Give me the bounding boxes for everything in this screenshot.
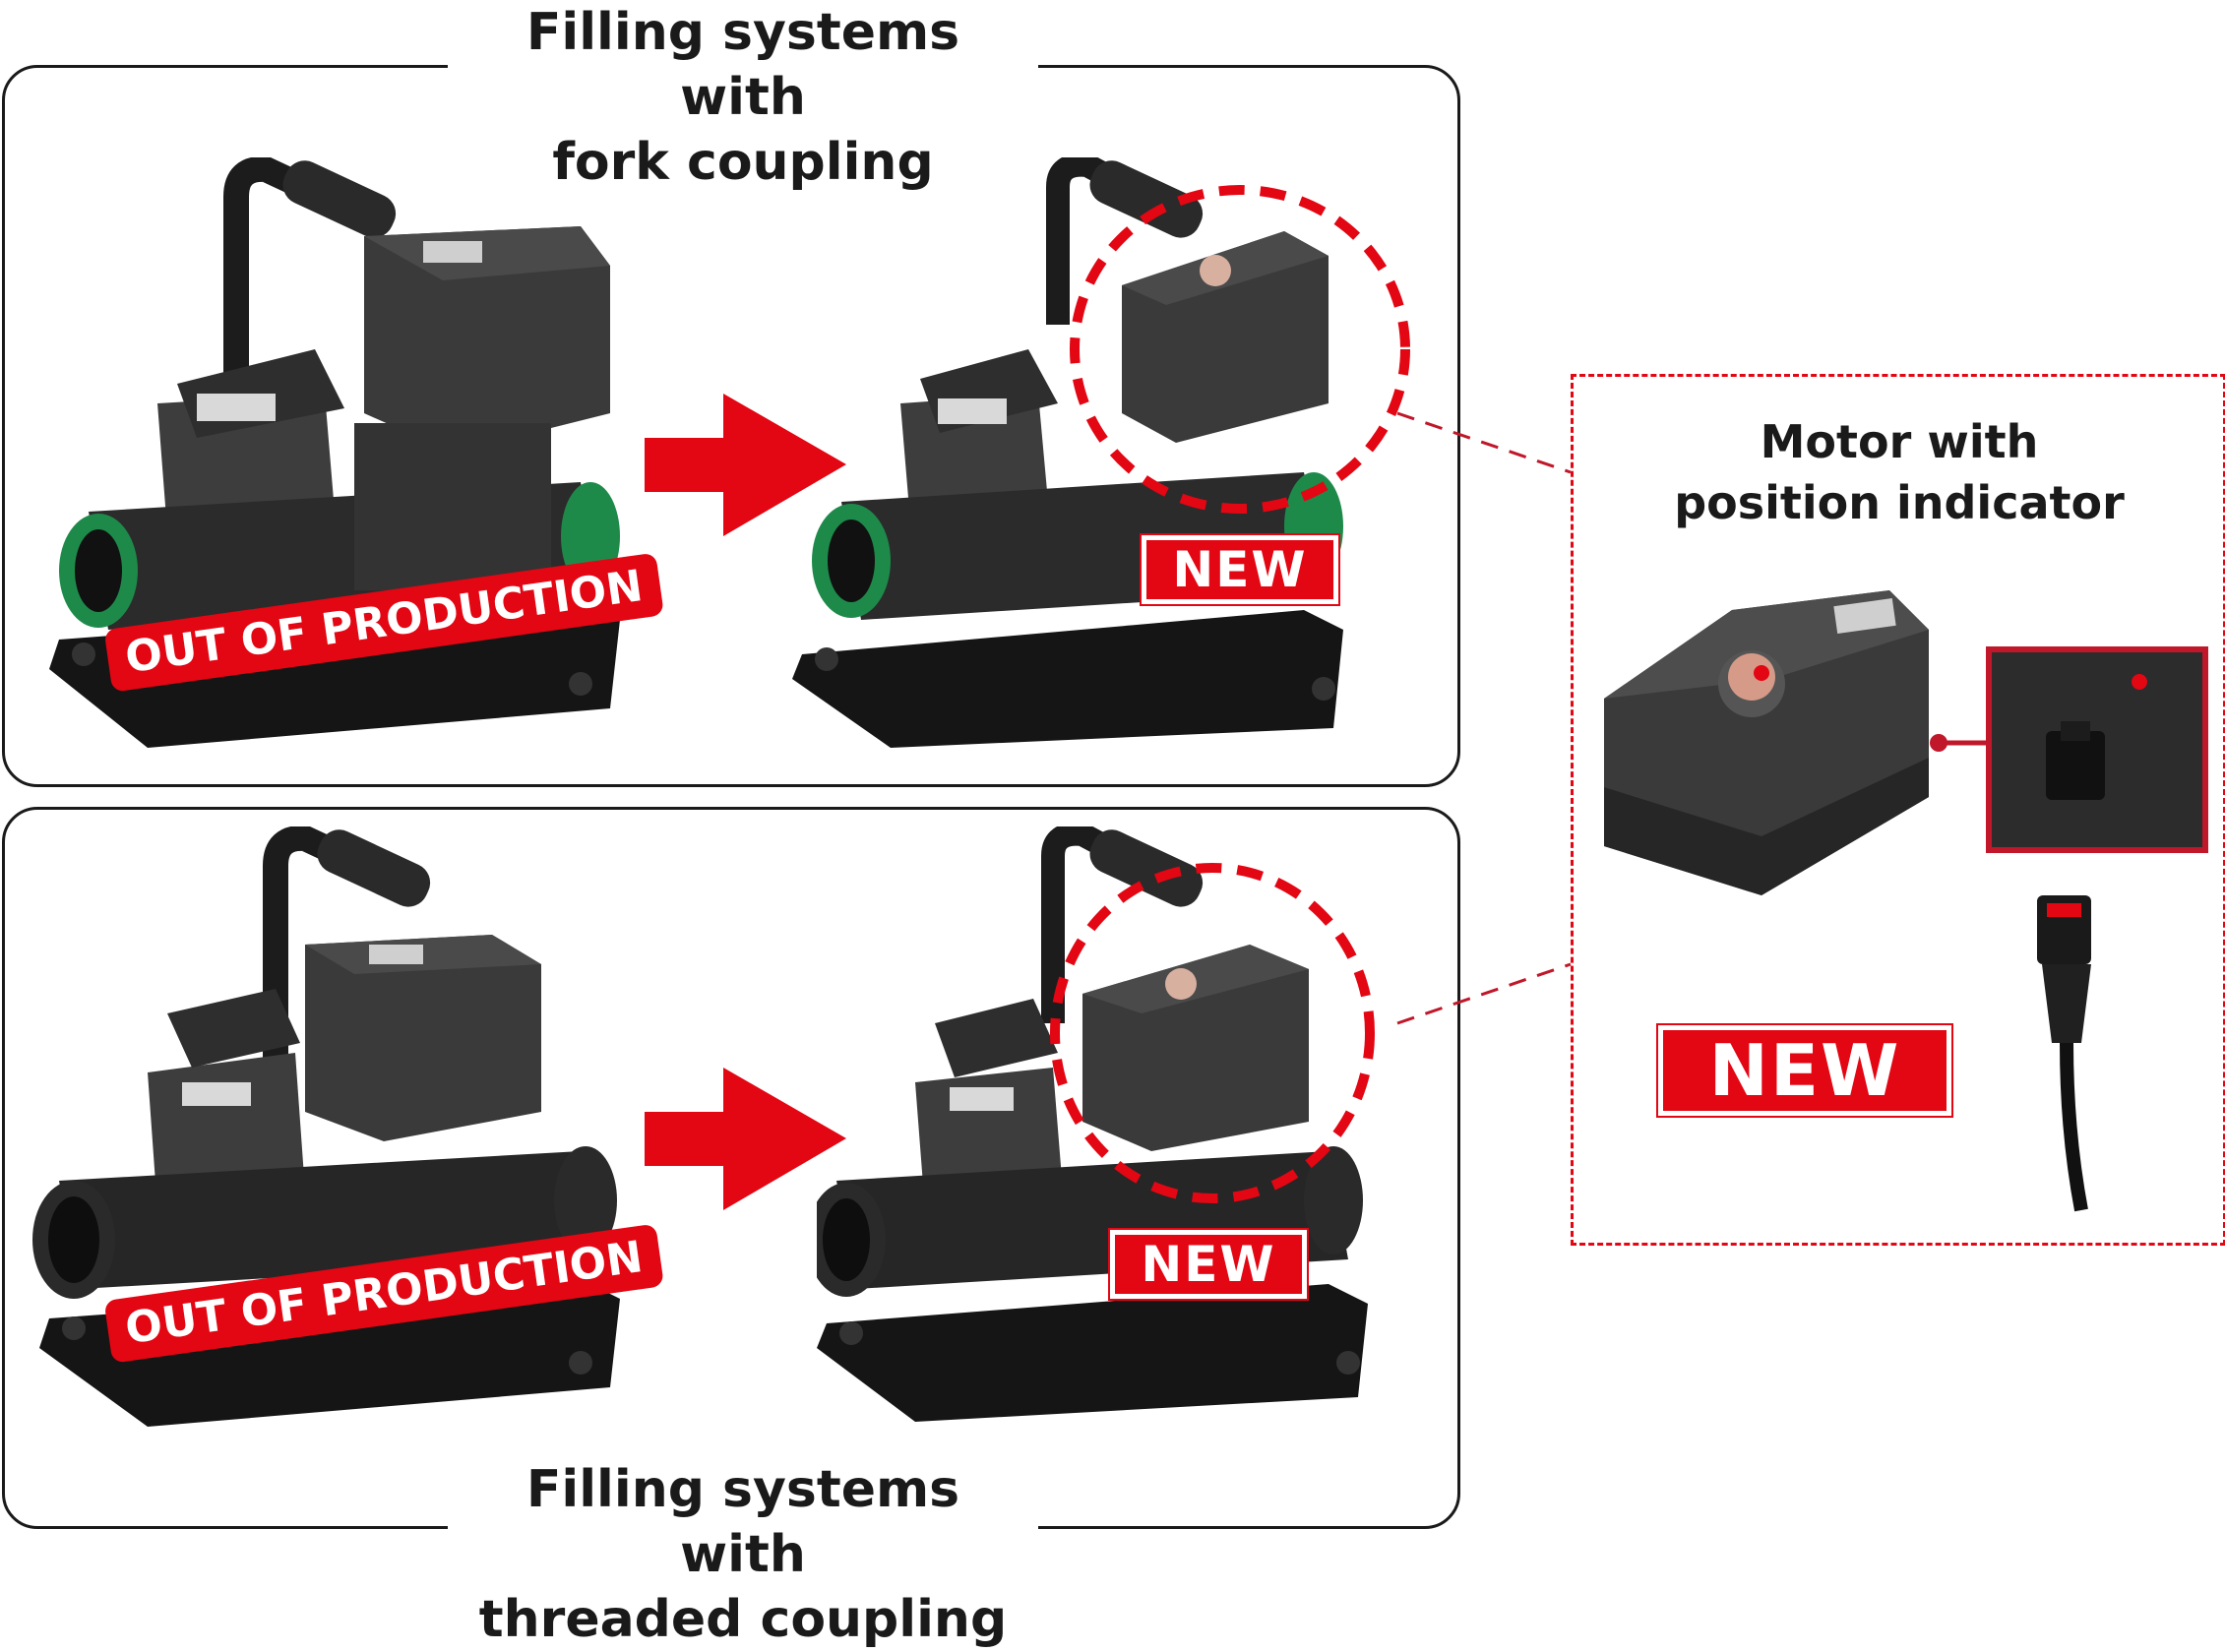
upgrade-arrow-top <box>645 394 846 536</box>
threaded-coupling-title: Filling systems with threaded coupling <box>448 1457 1038 1652</box>
threaded-title-line1: Filling systems with <box>525 1460 960 1584</box>
new-badge-bottom: NEW <box>1110 1230 1307 1299</box>
motor-new-badge: NEW <box>1658 1025 1951 1116</box>
motor-title-line2: position indicator <box>1674 476 2125 529</box>
highlight-circle-bottom <box>1050 863 1375 1203</box>
new-badge-top: NEW <box>1142 535 1338 604</box>
upgrade-arrow-bottom <box>645 1068 846 1210</box>
motor-title-line1: Motor with <box>1760 415 2039 468</box>
threaded-title-line2: threaded coupling <box>478 1590 1008 1649</box>
new-fork-filling-system-image <box>792 157 1343 748</box>
connector-lines <box>1396 411 1572 1025</box>
fork-title-line1: Filling systems with <box>525 3 960 127</box>
motor-position-indicator-image <box>1604 590 1929 895</box>
connector-detail-zoom <box>1986 646 2208 853</box>
connector-cable-image <box>2037 895 2091 1212</box>
motor-title: Motor with position indicator <box>1663 411 2135 533</box>
motor-detail-box <box>1571 374 2225 1246</box>
highlight-circle-top <box>1070 185 1410 514</box>
connector-zoom-link <box>1930 734 1988 752</box>
fork-coupling-title: Filling systems with fork coupling <box>448 0 1038 195</box>
fork-title-line2: fork coupling <box>552 133 934 192</box>
old-fork-filling-system-image <box>49 157 620 748</box>
